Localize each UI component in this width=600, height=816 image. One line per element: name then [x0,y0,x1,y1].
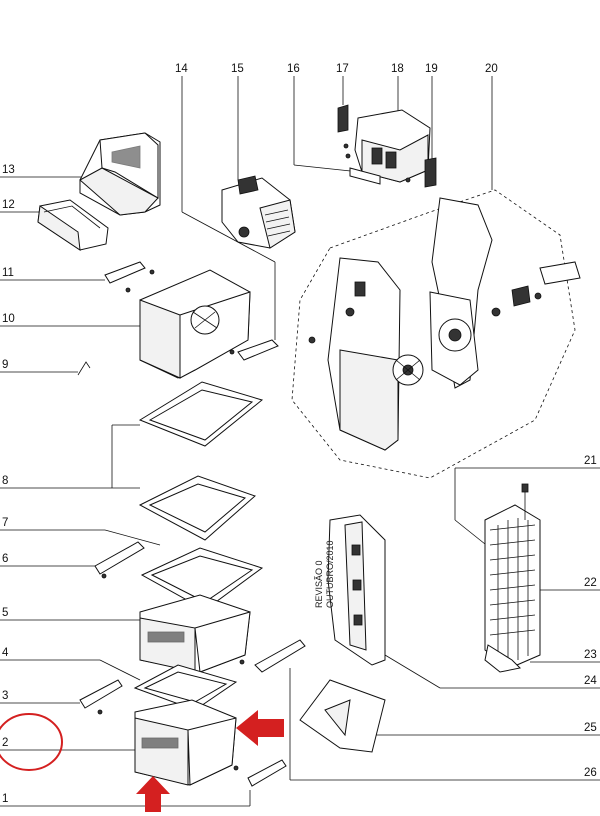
part-22-evaporator-coil [484,483,541,673]
part-3-rail [79,679,123,715]
part-20-group-outline [291,189,576,479]
part-16-cover-plate [349,167,381,185]
callout-10: 10 [2,313,15,325]
callout-11: 11 [2,267,14,279]
part-26-rail [239,639,306,673]
part-5-crisper-drawer [139,594,251,673]
revision-line-2: OUTUBRO/2010 [325,540,335,608]
part-4-shelf [133,664,238,711]
callout-13: 13 [2,164,15,176]
red-arrow-up [136,776,170,812]
part-18-control-module [337,104,437,188]
callout-4: 4 [2,647,9,659]
callout-2: 2 [2,737,8,749]
part-9-clip [77,361,91,376]
left-leader-lines [0,176,251,807]
callout-25: 25 [584,722,597,734]
callout-5: 5 [2,607,8,619]
part-15-damper-assembly [221,175,296,249]
part-10-ice-drawer [139,269,251,379]
callout-17: 17 [336,63,349,75]
part-19-bracket [424,157,437,188]
callout-24: 24 [584,675,597,687]
callout-1: 1 [2,793,8,805]
part-25-duct-cover [299,679,386,753]
part-24-air-duct [327,514,386,666]
part-12-shelf-bin [37,199,109,252]
highlight-circle [0,713,63,771]
part-2-lower-drawer [134,699,237,786]
part-20-evaporator-cover [308,257,424,451]
callout-8: 8 [2,475,8,487]
callout-6: 6 [2,553,8,565]
callout-26: 26 [584,767,597,779]
callout-19: 19 [425,63,438,75]
revision-line-1: REVISÃO 0 [314,560,324,608]
callout-9: 9 [2,359,8,371]
part-14-rail [229,339,279,361]
callout-3: 3 [2,690,8,702]
part-1-rail [233,759,287,787]
callout-14: 14 [175,63,188,75]
part-8-glass-shelf [138,381,264,447]
callout-7: 7 [2,517,8,529]
callout-21: 21 [584,455,597,467]
part-13-bin-cover [79,132,161,216]
part-20-fan-shroud [429,197,581,389]
part-6-rail [94,541,145,579]
part-17-bracket [337,104,349,133]
callout-12: 12 [2,199,15,211]
callout-22: 22 [584,577,597,589]
top-leader-lines [181,76,493,340]
part-7-glass-shelf [138,475,256,541]
red-arrow-left [236,710,284,746]
part-23-drain [484,644,522,673]
part-5-shelf-frame [140,547,264,611]
part-11-rail [104,261,155,293]
right-leader-lines [289,467,600,781]
callout-labels: 1 2 3 4 5 6 7 8 9 10 11 12 13 14 15 16 1… [2,63,597,805]
callout-16: 16 [287,63,300,75]
callout-15: 15 [231,63,244,75]
callout-23: 23 [584,649,597,661]
callout-18: 18 [391,63,404,75]
callout-20: 20 [485,63,498,75]
revision-stamp: REVISÃO 0 OUTUBRO/2010 [314,540,335,608]
